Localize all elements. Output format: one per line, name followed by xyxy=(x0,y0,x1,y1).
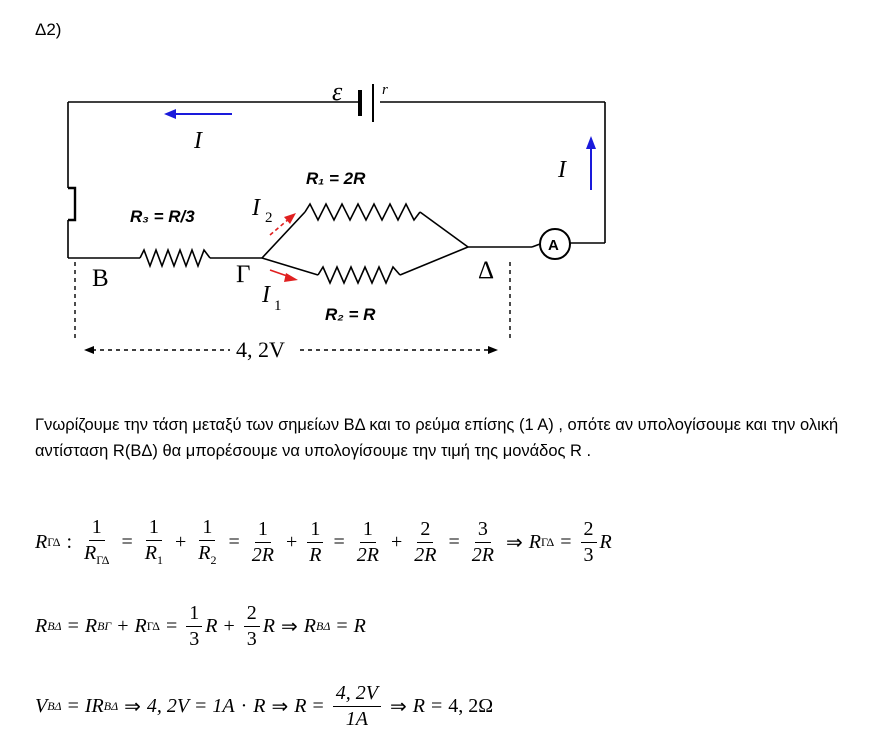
current-i1-sub: 1 xyxy=(274,298,282,314)
internal-resistance-label: r xyxy=(382,82,388,98)
current-label-top: I xyxy=(193,128,203,154)
current-i1-label: I xyxy=(261,282,271,308)
emf-label: ε xyxy=(332,77,343,106)
section-heading: Δ2) xyxy=(35,20,62,39)
explanation-paragraph: Γνωρίζουμε την τάση μεταξύ των σημείων Β… xyxy=(35,416,839,460)
current-i2-label: I xyxy=(251,195,261,221)
voltage-label: 4, 2V xyxy=(236,337,285,362)
circuit-diagram: ε r I I R₁ = 2R R₃ = R/3 R₂ = R I 2 I 1 … xyxy=(67,77,606,362)
ammeter-label: A xyxy=(548,237,559,254)
current-i2-sub: 2 xyxy=(265,210,273,226)
r2-label: R₂ = R xyxy=(325,305,376,324)
r1-label: R₁ = 2R xyxy=(306,169,366,188)
node-d-label: Δ xyxy=(478,257,494,284)
current-label-right: I xyxy=(557,157,567,183)
node-b-label: B xyxy=(92,265,109,292)
r3-label: R₃ = R/3 xyxy=(130,207,195,226)
node-g-label: Γ xyxy=(236,261,250,288)
